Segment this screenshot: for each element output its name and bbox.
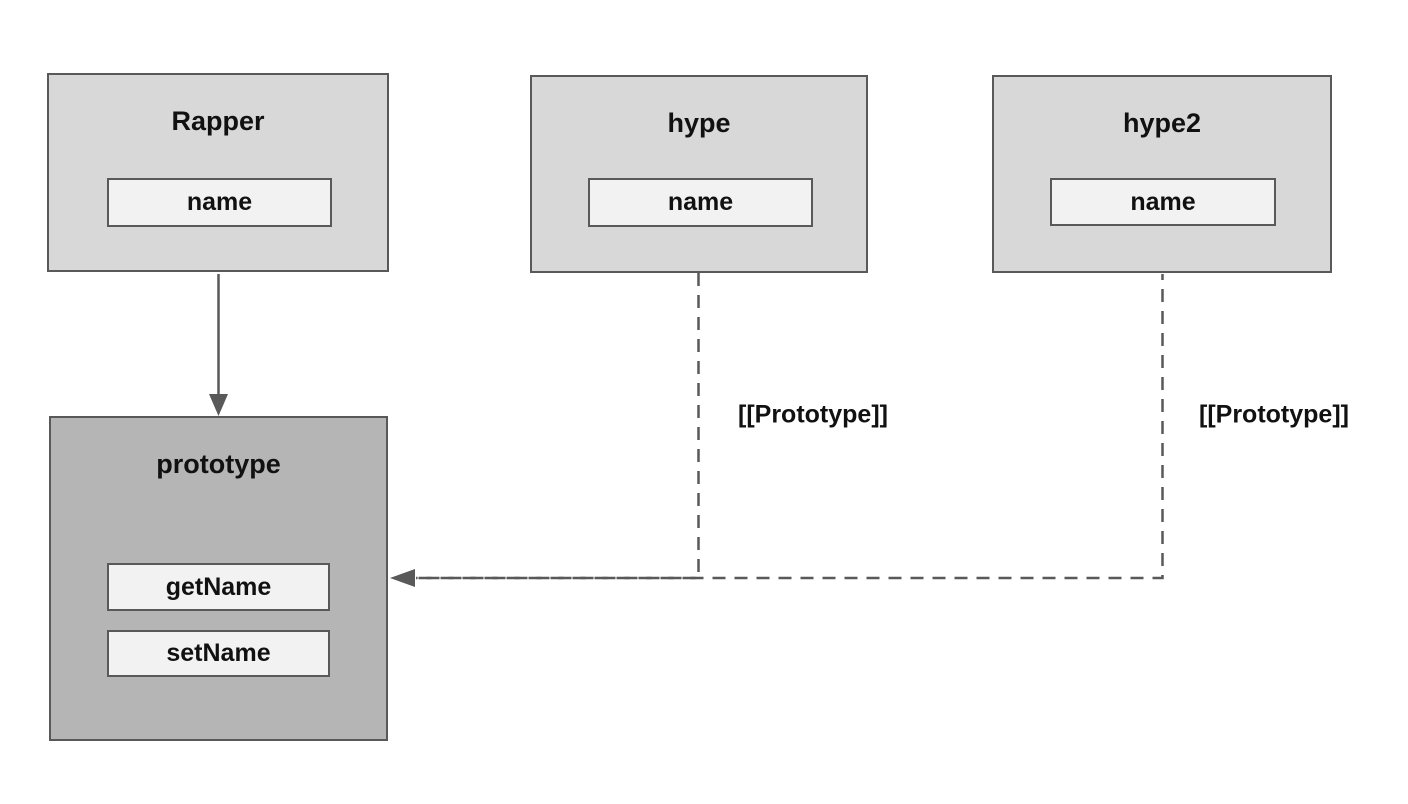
arrowhead-left <box>390 569 415 587</box>
node-rapper-member-name: name <box>107 178 332 227</box>
edge-label-hype2-prototype: [[Prototype]] <box>1199 400 1349 429</box>
edge-hype-prototype-line <box>416 273 700 580</box>
node-hype-member-name: name <box>588 178 813 227</box>
node-prototype-member-setname: setName <box>107 630 330 677</box>
edge-label-hype-prototype: [[Prototype]] <box>738 400 888 429</box>
arrowhead-down <box>209 394 228 416</box>
node-prototype: prototype getName setName <box>49 416 388 741</box>
edge-hype-prototype <box>416 273 700 580</box>
node-prototype-member-getname: getName <box>107 563 330 611</box>
node-hype2-title: hype2 <box>1122 108 1202 138</box>
node-hype2-member-name: name <box>1050 178 1276 226</box>
node-hype2: hype2 name <box>992 75 1332 273</box>
node-prototype-title: prototype <box>156 449 281 479</box>
node-hype-title: hype <box>667 108 731 138</box>
node-hype: hype name <box>530 75 868 273</box>
node-rapper: Rapper name <box>47 73 389 272</box>
edge-rapper-prototype <box>209 274 228 416</box>
node-rapper-title: Rapper <box>171 106 265 136</box>
